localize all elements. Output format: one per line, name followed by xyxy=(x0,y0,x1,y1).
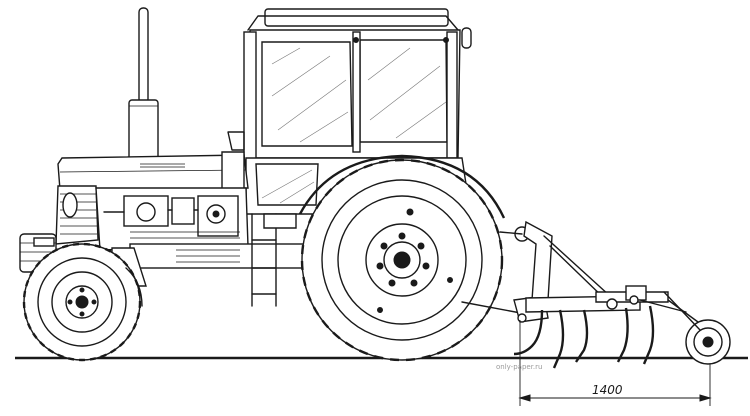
door-window xyxy=(359,39,448,143)
rear-roller xyxy=(663,291,731,365)
watermark: only-paper.ru xyxy=(496,363,542,371)
front-window xyxy=(261,41,353,147)
cultivator-frame xyxy=(523,220,687,313)
rear-fender xyxy=(298,154,506,219)
front-wheel xyxy=(22,242,143,362)
dimension-label: 1400 xyxy=(592,383,623,397)
cultivator-tines xyxy=(513,305,655,369)
radiator-grille xyxy=(55,185,99,245)
rear-wheel xyxy=(300,158,504,362)
dimension-line xyxy=(518,320,712,406)
exhaust-pipe xyxy=(128,7,159,161)
hood xyxy=(57,151,249,191)
cab-steps xyxy=(251,213,297,307)
